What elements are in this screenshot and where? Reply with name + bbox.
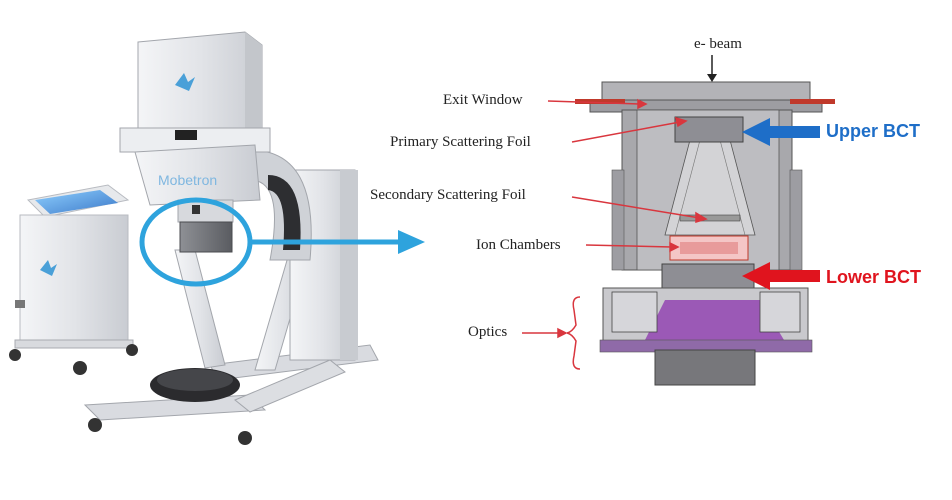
- label-upper-bct: Upper BCT: [826, 121, 920, 141]
- mobetron-machine: Mobetron: [83, 31, 379, 445]
- control-console: [9, 184, 138, 375]
- label-primary-foil: Primary Scattering Foil: [390, 134, 531, 150]
- leader-lines: [522, 98, 708, 370]
- console-screen: [35, 190, 118, 214]
- console-wheel: [73, 361, 87, 375]
- bolt: [575, 99, 625, 104]
- label-lower-bct: Lower BCT: [826, 267, 922, 287]
- base-wheel: [88, 418, 102, 432]
- optics-purple: [640, 300, 790, 350]
- bird-logo-icon: [175, 73, 195, 91]
- leader-arrowhead: [695, 211, 708, 224]
- console-wheel: [126, 344, 138, 356]
- beam-label: e- beam: [694, 36, 742, 52]
- brand-label: Mobetron: [158, 172, 217, 188]
- label-secondary-foil: Secondary Scattering Foil: [370, 187, 526, 203]
- label-optics: Optics: [468, 324, 508, 340]
- label-ion-chambers: Ion Chambers: [476, 237, 561, 253]
- applicator-head: [179, 221, 233, 253]
- leader-arrowhead: [637, 98, 648, 110]
- base-wheel: [238, 431, 252, 445]
- leader-arrowhead: [557, 327, 568, 339]
- leader-arrowhead: [674, 116, 688, 128]
- upper-bct-arrow: [742, 118, 820, 146]
- cross-section: [575, 55, 835, 386]
- gantry-cable: [268, 175, 301, 250]
- bolt: [790, 99, 835, 104]
- optics-bracket: [566, 296, 581, 370]
- lower-bct-arrow: [742, 262, 820, 290]
- leader-arrowhead: [669, 241, 680, 253]
- console-wheel: [9, 349, 21, 361]
- label-exit-window: Exit Window: [443, 92, 523, 108]
- zoom-arrow-head: [398, 230, 425, 254]
- bird-logo-icon: [40, 260, 57, 276]
